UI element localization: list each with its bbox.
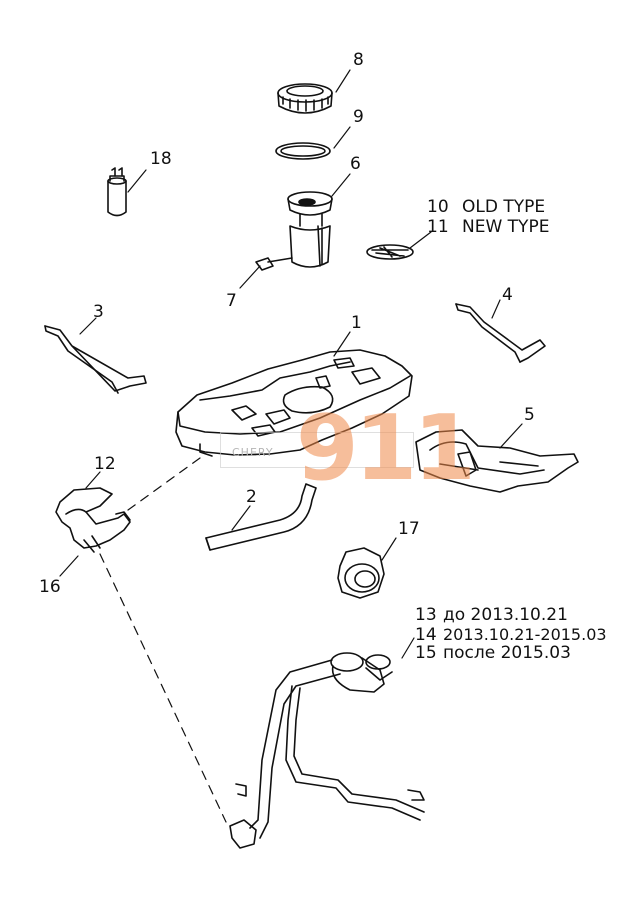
callout-11[interactable]: 11	[427, 217, 449, 237]
part-8-lock-ring	[277, 83, 333, 114]
callout-12[interactable]: 12	[94, 454, 116, 474]
callout-10[interactable]: 10	[427, 197, 449, 217]
callout-1[interactable]: 1	[351, 313, 362, 333]
callout-2[interactable]: 2	[246, 487, 257, 507]
part-5-heat-shield	[415, 429, 579, 493]
callout-9[interactable]: 9	[353, 107, 364, 127]
watermark-brand: CHERY	[232, 446, 274, 459]
part-12-16-connector-hose	[55, 487, 131, 553]
callout-13[interactable]: 13	[415, 605, 437, 625]
callout-15[interactable]: 15	[415, 643, 437, 663]
leader-lines	[59, 69, 523, 659]
label-new-type: NEW TYPE	[462, 217, 550, 237]
connection-dashed-line	[99, 457, 227, 823]
part-10-11-filter	[366, 244, 414, 260]
part-18-fuel-pump	[107, 167, 127, 217]
callout-5[interactable]: 5	[524, 405, 535, 425]
label-old-type: OLD TYPE	[462, 197, 546, 217]
callout-17[interactable]: 17	[398, 519, 420, 539]
watermark-frame	[220, 432, 414, 468]
callout-6[interactable]: 6	[350, 154, 361, 174]
watermark-number: 911	[296, 396, 476, 501]
callout-14[interactable]: 14	[415, 625, 437, 645]
part-1-fuel-tank	[175, 349, 413, 457]
part-6-fuel-pump-module	[255, 191, 333, 271]
callout-16[interactable]: 16	[39, 577, 61, 597]
callout-18[interactable]: 18	[150, 149, 172, 169]
label-variant-13: до 2013.10.21	[443, 605, 568, 625]
part-13-14-15-filler-pipe	[229, 652, 425, 849]
label-variant-14: 2013.10.21-2015.03	[443, 625, 607, 644]
part-3-left-strap	[44, 325, 147, 394]
part-17-grommet	[337, 547, 385, 599]
part-9-gasket	[275, 142, 331, 160]
callout-3[interactable]: 3	[93, 302, 104, 322]
label-variant-15: после 2015.03	[443, 643, 571, 663]
part-4-right-strap	[455, 303, 546, 363]
callout-4[interactable]: 4	[502, 285, 513, 305]
callout-8[interactable]: 8	[353, 50, 364, 70]
callout-7[interactable]: 7	[226, 291, 237, 311]
part-2-hose	[205, 483, 317, 551]
